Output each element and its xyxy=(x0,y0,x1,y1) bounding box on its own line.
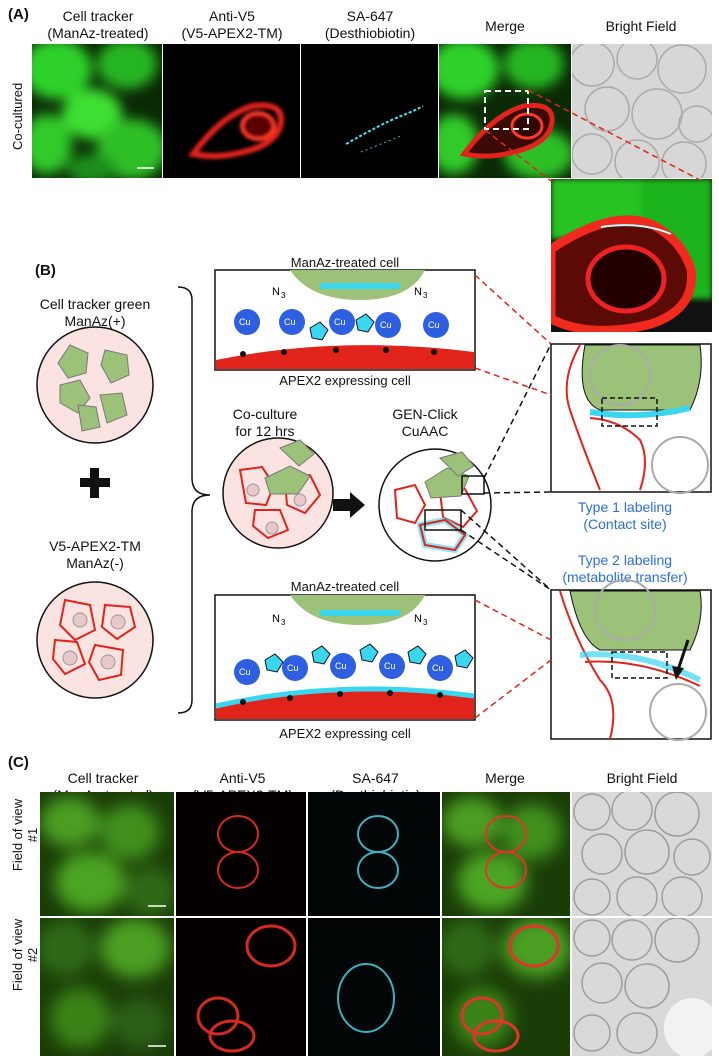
panel-c-r1-anti-v5-image xyxy=(176,792,306,916)
panel-c-r1-cell-tracker-image xyxy=(40,792,174,916)
left-bottom-label: V5-APEX2-TM ManAz(-) xyxy=(25,538,165,572)
svg-text:Cu: Cu xyxy=(239,667,251,677)
label-line: Field of view xyxy=(10,918,25,992)
label-line: V5-APEX2-TM xyxy=(49,538,141,554)
label-line: Cell tracker green xyxy=(39,296,151,312)
top-box-title: ManAz-treated cell xyxy=(290,255,400,270)
left-top-label: Cell tracker green ManAz(+) xyxy=(25,296,165,330)
label-line: Type 1 labeling xyxy=(577,499,673,515)
label-line: ManAz(+) xyxy=(64,313,126,329)
col-subtitle: (V5-APEX2-TM) xyxy=(181,25,283,41)
svg-text:Cu: Cu xyxy=(432,663,444,673)
svg-text:Cu: Cu xyxy=(334,317,346,327)
panel-c-r2-anti-v5-image xyxy=(176,918,306,1056)
col-title: Anti-V5 xyxy=(209,8,255,24)
svg-text:Cu: Cu xyxy=(335,661,347,671)
col-subtitle: (Desthiobiotin) xyxy=(324,25,416,41)
grouping-brace xyxy=(177,286,211,714)
panel-c-r2-bright-field-image xyxy=(572,918,712,1056)
dish-cell-tracker xyxy=(36,326,154,444)
svg-text:Cu: Cu xyxy=(239,317,251,327)
label-line: ManAz(-) xyxy=(66,555,124,571)
merge-zoom-box xyxy=(484,90,529,130)
svg-text:N: N xyxy=(272,613,280,625)
svg-text:3: 3 xyxy=(281,618,286,627)
panel-a-cell-tracker-image xyxy=(32,44,162,178)
col-title: Anti-V5 xyxy=(219,770,266,786)
label-line: Field of view xyxy=(10,798,25,872)
panel-c-label: (C) xyxy=(8,754,29,771)
col-title: SA-647 xyxy=(352,770,399,786)
svg-text:3: 3 xyxy=(281,291,286,300)
type2-label: Type 2 labeling (metabolite transfer) xyxy=(545,552,705,586)
bottom-box-bottom-label: APEX2 expressing cell xyxy=(279,726,411,741)
genclick-label: GEN-Click CuAAC xyxy=(370,406,480,440)
inset-type2 xyxy=(550,579,712,741)
panel-a-col1-header: Cell tracker (ManAz-treated) xyxy=(34,8,162,42)
panel-c-r1-merge-image xyxy=(442,792,570,916)
panel-a-bright-field-image xyxy=(572,44,712,178)
label-line: GEN-Click xyxy=(392,406,458,422)
panel-a-col5-header: Bright Field xyxy=(605,18,677,34)
panel-a-col2-header: Anti-V5 (V5-APEX2-TM) xyxy=(163,8,301,42)
panel-c-r2-merge-image xyxy=(442,918,570,1056)
svg-text:3: 3 xyxy=(423,291,428,300)
label-line: Type 2 labeling xyxy=(577,552,673,568)
svg-text:Cu: Cu xyxy=(284,317,296,327)
label-line: Co-culture xyxy=(232,406,298,422)
col-title: Cell tracker xyxy=(62,8,134,24)
col-subtitle: (ManAz-treated) xyxy=(47,25,149,41)
right-arrow-icon xyxy=(333,492,365,518)
panel-a-col3-header: SA-647 (Desthiobiotin) xyxy=(301,8,439,42)
panel-a-zoom-image xyxy=(551,179,712,332)
dish-genclick xyxy=(378,448,492,562)
panel-a-label: (A) xyxy=(8,6,29,23)
svg-text:Cu: Cu xyxy=(428,320,440,330)
inset-type1 xyxy=(550,343,712,494)
svg-text:Cu: Cu xyxy=(287,663,299,673)
dish-coculture xyxy=(222,437,334,549)
label-line: #1 xyxy=(25,827,40,843)
col-title: Cell tracker xyxy=(67,770,139,786)
panel-b-label: (B) xyxy=(35,262,56,279)
panel-c-col5-header: Bright Field xyxy=(606,770,678,786)
panel-c-r1-bright-field-image xyxy=(572,792,712,916)
svg-text:N: N xyxy=(272,286,280,298)
panel-a-merge-image xyxy=(439,44,571,178)
col-title: SA-647 xyxy=(346,8,394,24)
label-line: (metabolite transfer) xyxy=(562,569,688,585)
svg-text:N: N xyxy=(414,286,422,298)
svg-text:Cu: Cu xyxy=(380,320,392,330)
svg-text:N: N xyxy=(414,613,422,625)
panel-c-col4-header: Merge xyxy=(485,770,525,786)
dish-apex2 xyxy=(36,581,154,699)
panel-c-row2-label: Field of view #2 xyxy=(10,910,40,1000)
top-box-bottom-label: APEX2 expressing cell xyxy=(279,373,411,388)
plus-icon xyxy=(80,468,110,498)
label-line: CuAAC xyxy=(401,423,449,439)
bottom-box-title: ManAz-treated cell xyxy=(290,579,400,594)
label-line: (Contact site) xyxy=(583,516,667,532)
panel-c-row1-label: Field of view #1 xyxy=(10,790,40,880)
label-line: #2 xyxy=(25,947,40,963)
svg-text:3: 3 xyxy=(423,618,428,627)
label-line: for 12 hrs xyxy=(235,423,295,439)
panel-c-r1-sa647-image xyxy=(308,792,440,916)
type1-label: Type 1 labeling (Contact site) xyxy=(545,499,705,533)
coculture-label: Co-culture for 12 hrs xyxy=(220,406,310,440)
panel-c-r2-cell-tracker-image xyxy=(40,918,174,1056)
svg-text:Cu: Cu xyxy=(384,661,396,671)
panel-c-r2-sa647-image xyxy=(308,918,440,1056)
panel-a-col4-header: Merge xyxy=(485,18,525,34)
panel-a-anti-v5-image xyxy=(163,44,300,178)
panel-a-sa647-image xyxy=(301,44,438,178)
